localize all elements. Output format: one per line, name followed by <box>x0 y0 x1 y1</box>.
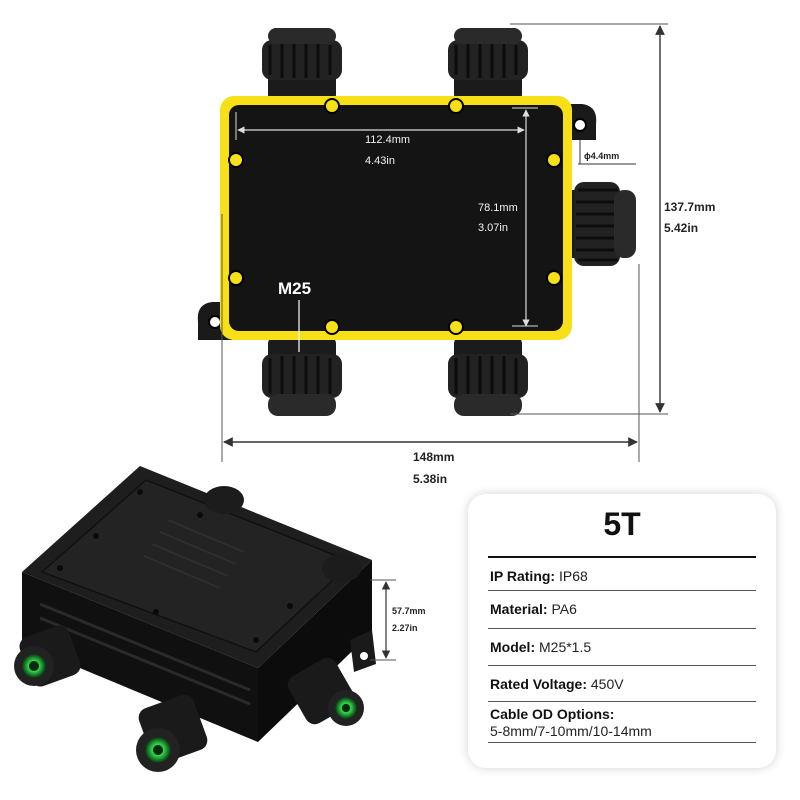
spec-value: PA6 <box>551 601 577 617</box>
spec-divider <box>488 590 756 591</box>
box-side-left <box>22 572 258 742</box>
spec-label: Model: <box>490 639 536 655</box>
spec-value: M25*1.5 <box>539 639 592 655</box>
total-width-mm: 148mm <box>413 450 454 464</box>
spec-row-model: Model: M25*1.5 <box>490 639 752 655</box>
spec-row-rated-voltage: Rated Voltage: 450V <box>490 676 752 692</box>
cable-gland-top-left <box>262 28 342 100</box>
spec-divider <box>488 701 756 702</box>
spec-label: Cable OD Options: <box>490 706 615 722</box>
cable-gland-front-left <box>14 625 81 687</box>
top-view: 112.4mm 4.43in 78.1mm 3.07in M25 ϕ4.4mm … <box>197 23 715 486</box>
inner-width-in: 4.43in <box>365 155 395 167</box>
cable-gland-bottom-right <box>448 338 528 416</box>
cable-gland-back-left <box>204 486 244 514</box>
box-side-right <box>258 560 372 742</box>
spec-label: Material: <box>490 601 548 617</box>
side-height-in: 2.27in <box>392 623 418 633</box>
spec-label: Rated Voltage: <box>490 676 587 692</box>
spec-label: IP Rating: <box>490 568 556 584</box>
spec-divider <box>488 556 756 558</box>
spec-divider <box>488 628 756 629</box>
inner-width-mm: 112.4mm <box>365 134 410 146</box>
cable-gland-back-right <box>322 554 362 582</box>
inner-height-mm: 78.1mm <box>478 202 518 214</box>
inner-height-in: 3.07in <box>478 222 508 234</box>
cable-gland-top-right <box>448 28 528 100</box>
spec-row-material: Material: PA6 <box>490 601 752 617</box>
total-width-in: 5.38in <box>413 472 447 486</box>
side-height-mm: 57.7mm <box>392 606 426 616</box>
spec-value: 5-8mm/7-10mm/10-14mm <box>490 723 652 739</box>
spec-card: 5T IP Rating: IP68 Material: PA6 Model: … <box>468 494 776 768</box>
perspective-view: 57.7mm 2.27in <box>14 466 426 772</box>
spec-divider <box>488 665 756 666</box>
box-interior <box>229 105 563 331</box>
spec-row-cable-od: Cable OD Options: 5-8mm/7-10mm/10-14mm <box>490 706 752 740</box>
spec-value: 450V <box>590 676 624 692</box>
spec-divider <box>488 742 756 743</box>
thread-label: M25 <box>278 279 311 298</box>
cable-gland-front-right <box>287 657 364 726</box>
cable-gland-bottom-left <box>262 338 342 416</box>
cable-gland-front-middle <box>136 694 208 772</box>
total-height-in: 5.42in <box>664 221 698 235</box>
spec-card-title: 5T <box>603 506 641 542</box>
hole-diameter-label: ϕ4.4mm <box>584 151 619 161</box>
screw-holes <box>228 98 562 335</box>
spec-value: IP68 <box>558 568 588 584</box>
total-height-mm: 137.7mm <box>664 200 715 214</box>
spec-row-ip-rating: IP Rating: IP68 <box>490 568 752 584</box>
